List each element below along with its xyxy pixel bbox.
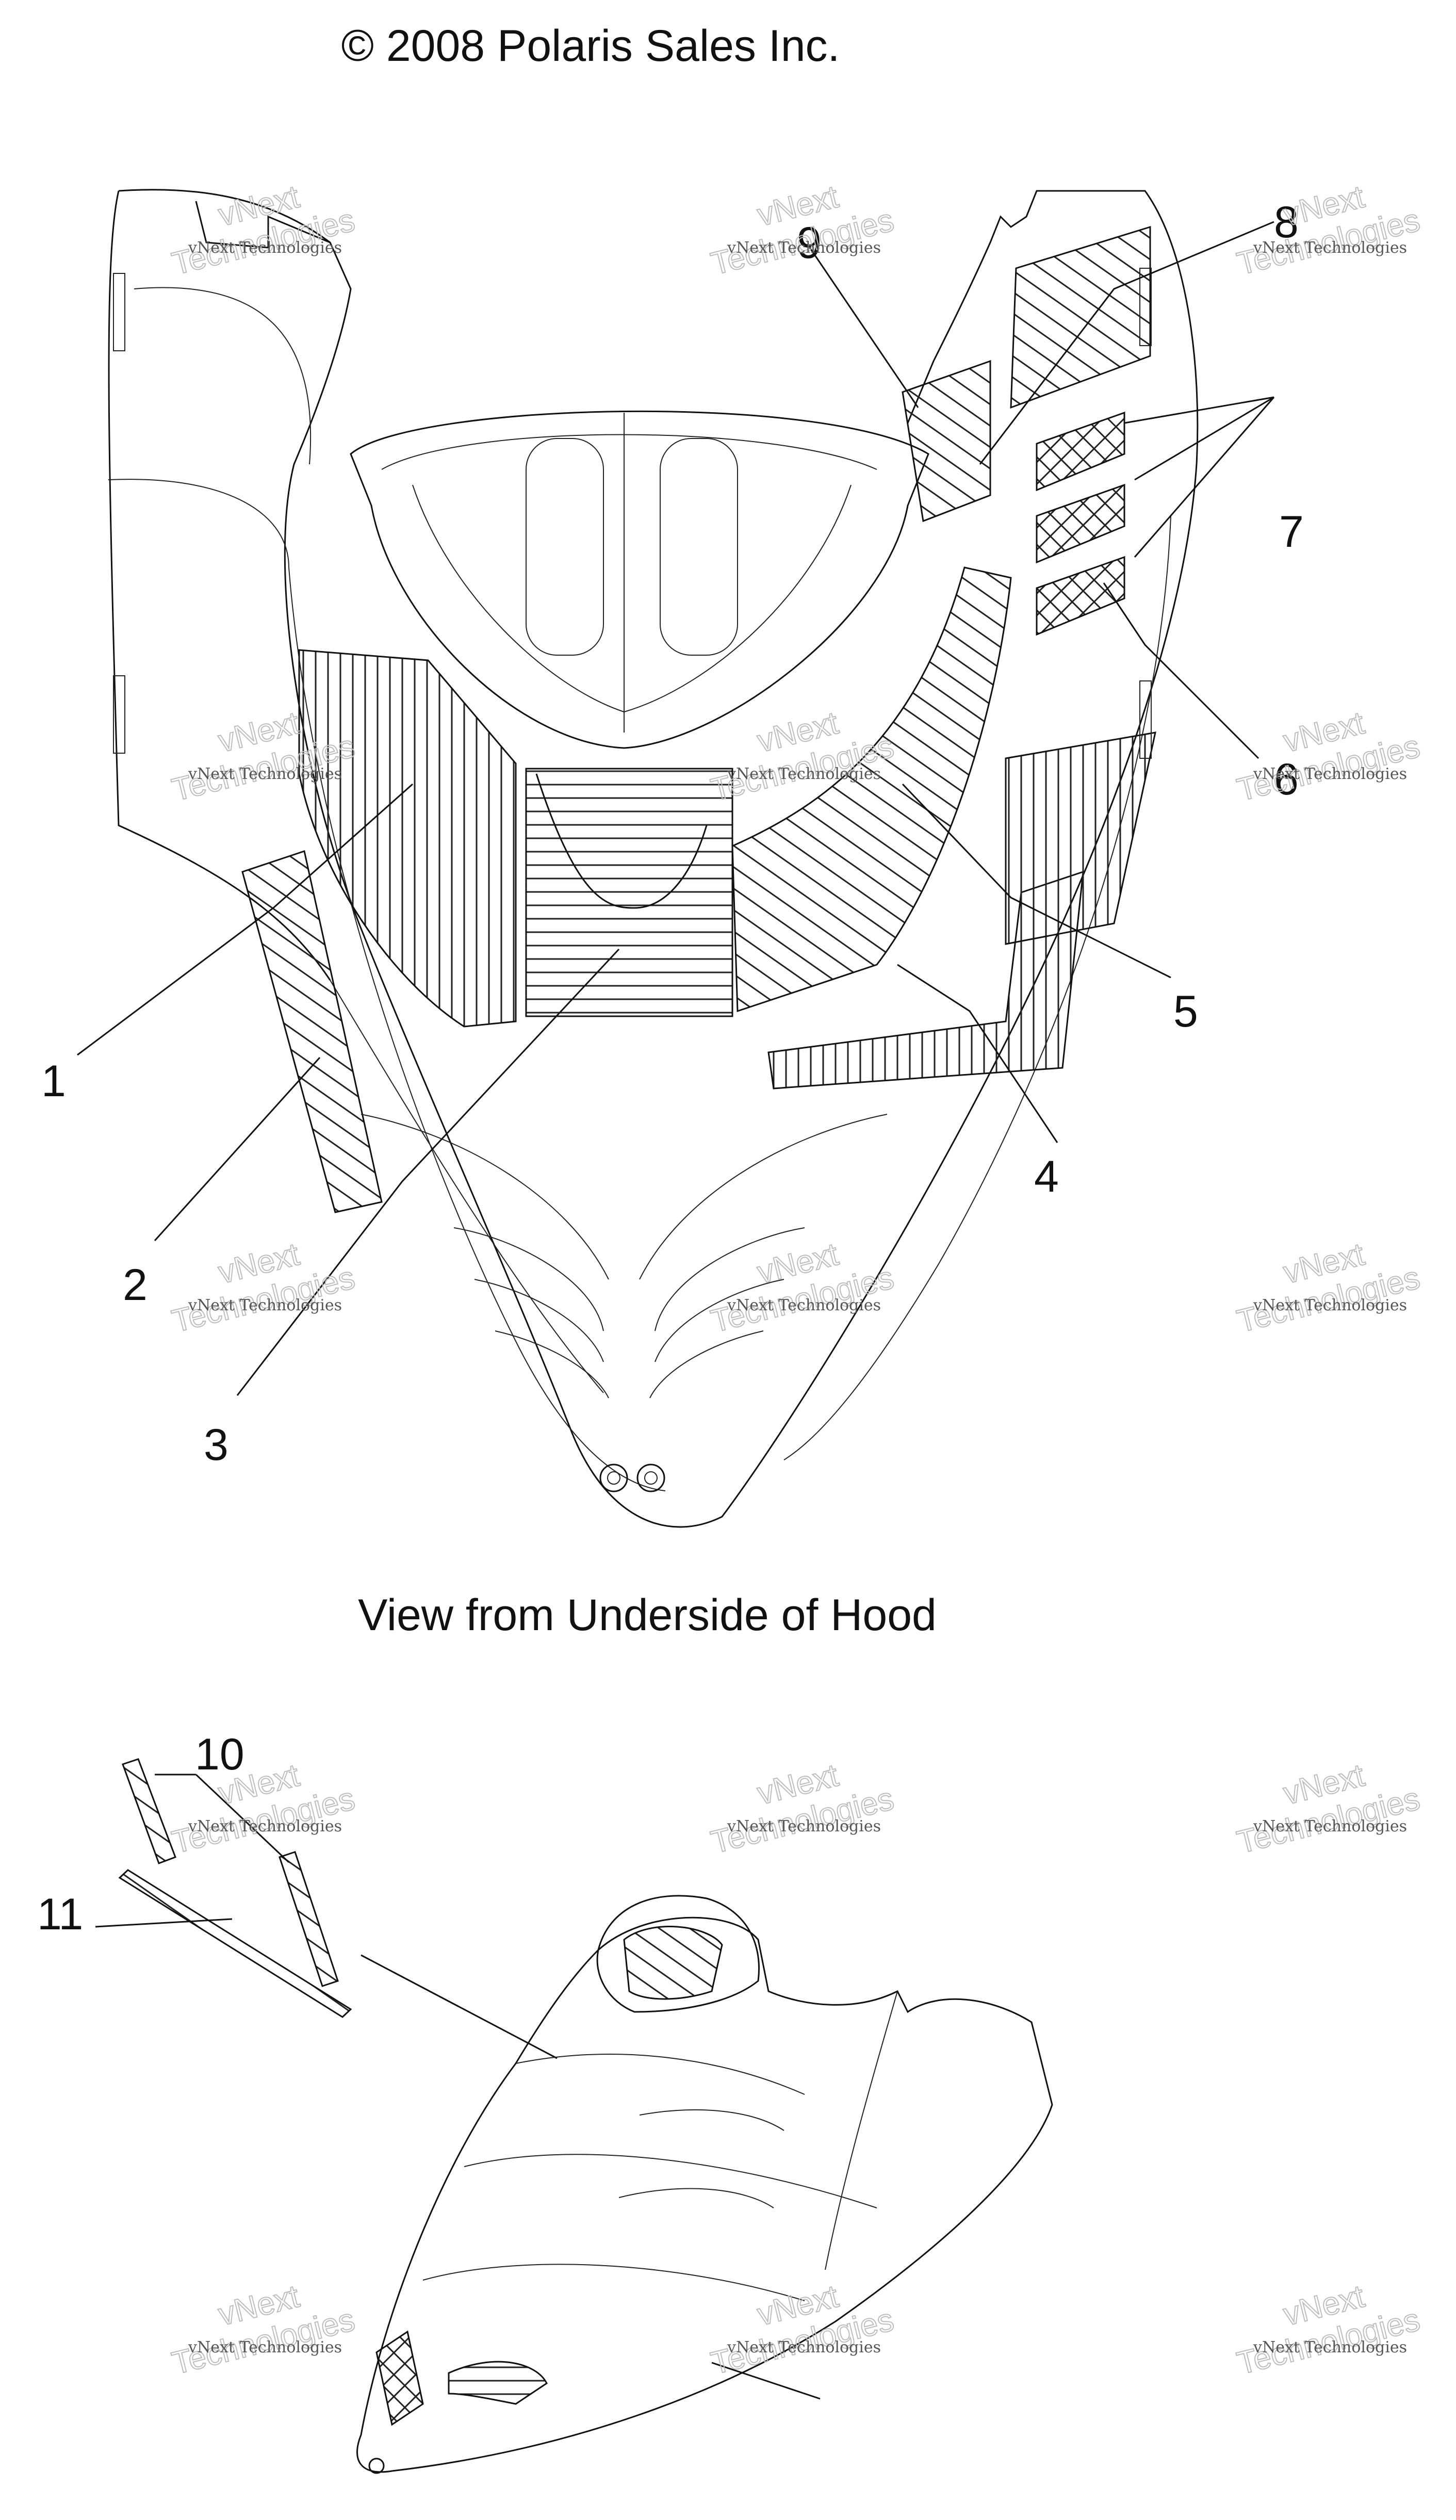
watermark-9: vNext Technologies vNext Technologies	[1233, 1236, 1424, 1340]
callout-7: 7	[1279, 507, 1304, 557]
view-caption: View from Underside of Hood	[358, 1590, 937, 1640]
callout-labels: 1 2 3 4 5 6 7 8 9 10 11	[37, 198, 1304, 1939]
watermark-text: vNext Technologies	[1253, 2338, 1407, 2356]
callout-9: 9	[797, 218, 822, 268]
watermark-text: vNext Technologies	[188, 239, 342, 257]
watermarks: vNext Technologies vNext Technologies vN…	[168, 178, 1424, 2382]
watermark-11: vNext Technologies vNext Technologies	[707, 1757, 898, 1861]
copyright-text: © 2008 Polaris Sales Inc.	[341, 21, 840, 71]
callout-8: 8	[1274, 198, 1299, 247]
watermark-text: vNext Technologies	[727, 2338, 881, 2356]
watermark-6: vNext Technologies vNext Technologies	[1233, 705, 1424, 809]
callout-4: 4	[1034, 1152, 1059, 1201]
callout-5: 5	[1173, 987, 1198, 1036]
watermark-text: vNext Technologies	[188, 2338, 342, 2356]
callout-6: 6	[1274, 755, 1299, 804]
watermark-text: vNext Technologies	[188, 1817, 342, 1835]
watermark-3: vNext Technologies vNext Technologies	[1233, 178, 1424, 283]
callout-11: 11	[37, 1890, 83, 1939]
watermark-8: vNext Technologies vNext Technologies	[707, 1236, 898, 1340]
watermark-text: vNext Technologies	[188, 765, 342, 783]
watermark-text: vNext Technologies	[727, 1296, 881, 1314]
watermark-1: vNext Technologies vNext Technologies	[168, 178, 359, 283]
watermark-text: vNext Technologies	[727, 239, 881, 257]
leader-lines-top	[77, 221, 1275, 1396]
watermark-text: vNext Technologies	[1253, 1817, 1407, 1835]
watermark-15: vNext Technologies vNext Technologies	[1233, 2278, 1424, 2382]
watermark-text: vNext Technologies	[727, 1817, 881, 1835]
callout-1: 1	[41, 1056, 66, 1106]
watermark-text: vNext Technologies	[1253, 239, 1407, 257]
watermark-text: vNext Technologies	[1253, 765, 1407, 783]
callout-2: 2	[123, 1260, 148, 1310]
watermark-13: vNext Technologies vNext Technologies	[168, 2278, 359, 2382]
callout-10: 10	[195, 1730, 244, 1779]
callout-3: 3	[204, 1420, 228, 1470]
watermark-12: vNext Technologies vNext Technologies	[1233, 1757, 1424, 1861]
hood-underside-drawing	[108, 189, 1199, 1528]
watermark-text: vNext Technologies	[727, 765, 881, 783]
hood-perspective-drawing	[95, 1758, 1053, 2474]
watermark-7: vNext Technologies vNext Technologies	[168, 1236, 359, 1340]
watermark-text: vNext Technologies	[188, 1296, 342, 1314]
watermark-14: vNext Technologies vNext Technologies	[707, 2278, 898, 2382]
watermark-text: vNext Technologies	[1253, 1296, 1407, 1314]
